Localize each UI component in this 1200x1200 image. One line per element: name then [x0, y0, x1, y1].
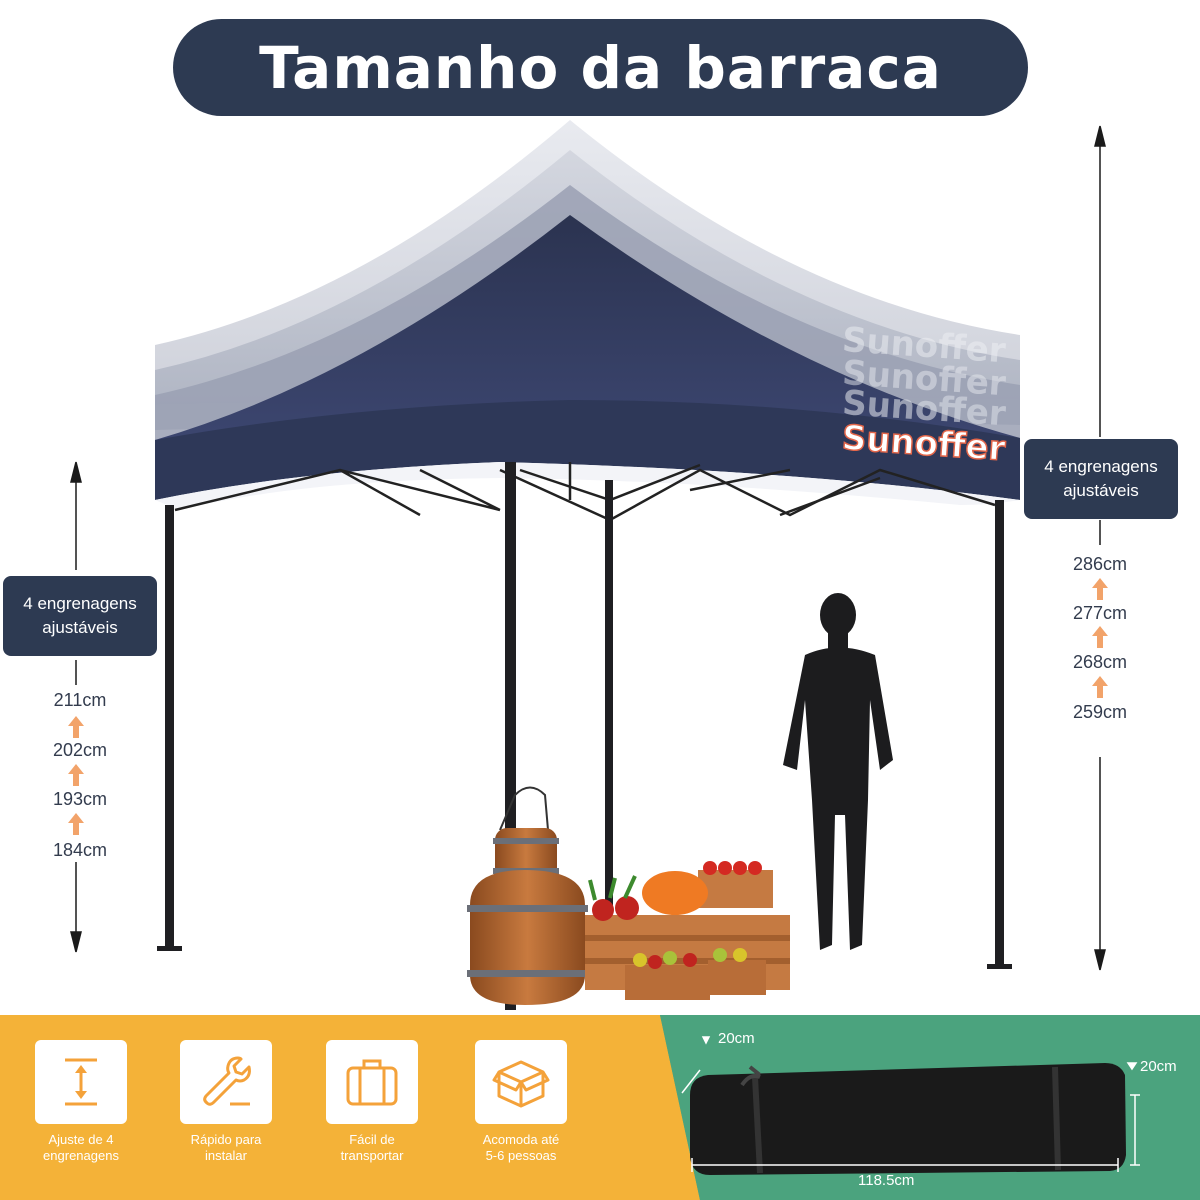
left-height-2: 202cm	[52, 740, 108, 760]
feature-icon-box	[180, 1040, 272, 1124]
tent-illustration: Sunoffer Sunoffer Sunoffer Sunoffer	[70, 120, 1106, 1010]
person-silhouette	[783, 593, 893, 950]
right-height-3: 268cm	[1072, 652, 1128, 672]
feature-install: Rápido para instalar	[178, 1040, 274, 1164]
bag-depth-label: 20cm	[718, 1030, 755, 1047]
up-arrow-icon	[1092, 676, 1108, 698]
left-gears-line1: 4 engrenagens	[23, 594, 137, 613]
truss-frame	[174, 462, 996, 525]
left-gears-label: 4 engrenagens ajustáveis	[3, 576, 157, 656]
right-gears-line2: ajustáveis	[1063, 481, 1139, 500]
feature-label: Ajuste de 4 engrenagens	[43, 1132, 119, 1163]
feature-adjust: Ajuste de 4 engrenagens	[33, 1040, 129, 1164]
feature-label: Acomoda até 5-6 pessoas	[482, 1132, 560, 1163]
right-height-4: 259cm	[1072, 702, 1128, 722]
right-gears-line1: 4 engrenagens	[1044, 457, 1158, 476]
page-title: Tamanho da barraca	[259, 33, 942, 102]
bag-height-label: 20cm	[1140, 1058, 1177, 1075]
produce-crates	[585, 861, 790, 1000]
left-gears-line2: ajustáveis	[42, 618, 118, 637]
right-height-arrow	[1094, 125, 1106, 971]
left-height-3: 193cm	[52, 789, 108, 809]
box-icon	[492, 1060, 550, 1108]
right-height-1: 286cm	[1072, 554, 1128, 574]
left-height-arrow	[70, 461, 82, 953]
feature-label: Fácil de transportar	[340, 1132, 404, 1163]
feature-icon-box	[326, 1040, 418, 1124]
right-height-2: 277cm	[1072, 603, 1128, 623]
up-arrow-icon	[68, 764, 84, 786]
up-arrow-icon	[1092, 578, 1108, 600]
up-arrow-icon	[1092, 626, 1108, 648]
tent-legs	[157, 462, 1012, 1010]
right-gears-label: 4 engrenagens ajustáveis	[1024, 439, 1178, 519]
feature-transport: Fácil de transportar	[324, 1040, 420, 1164]
suitcase-icon	[346, 1059, 398, 1106]
left-height-4: 184cm	[52, 840, 108, 860]
height-adjust-icon	[65, 1058, 97, 1106]
carry-bag-illustration	[681, 1036, 1140, 1175]
feature-icon-box	[475, 1040, 567, 1124]
canopy	[155, 215, 1020, 510]
feature-capacity: Acomoda até 5-6 pessoas	[473, 1040, 569, 1164]
wrench-icon	[203, 1056, 251, 1106]
barrels	[467, 786, 588, 1005]
title-banner: Tamanho da barraca	[173, 19, 1028, 116]
left-height-1: 211cm	[53, 690, 107, 710]
feature-label: Rápido para instalar	[190, 1132, 262, 1163]
feature-icon-box	[35, 1040, 127, 1124]
up-arrow-icon	[68, 716, 84, 738]
bag-length-label: 118.5cm	[858, 1172, 915, 1189]
up-arrow-icon	[68, 813, 84, 835]
